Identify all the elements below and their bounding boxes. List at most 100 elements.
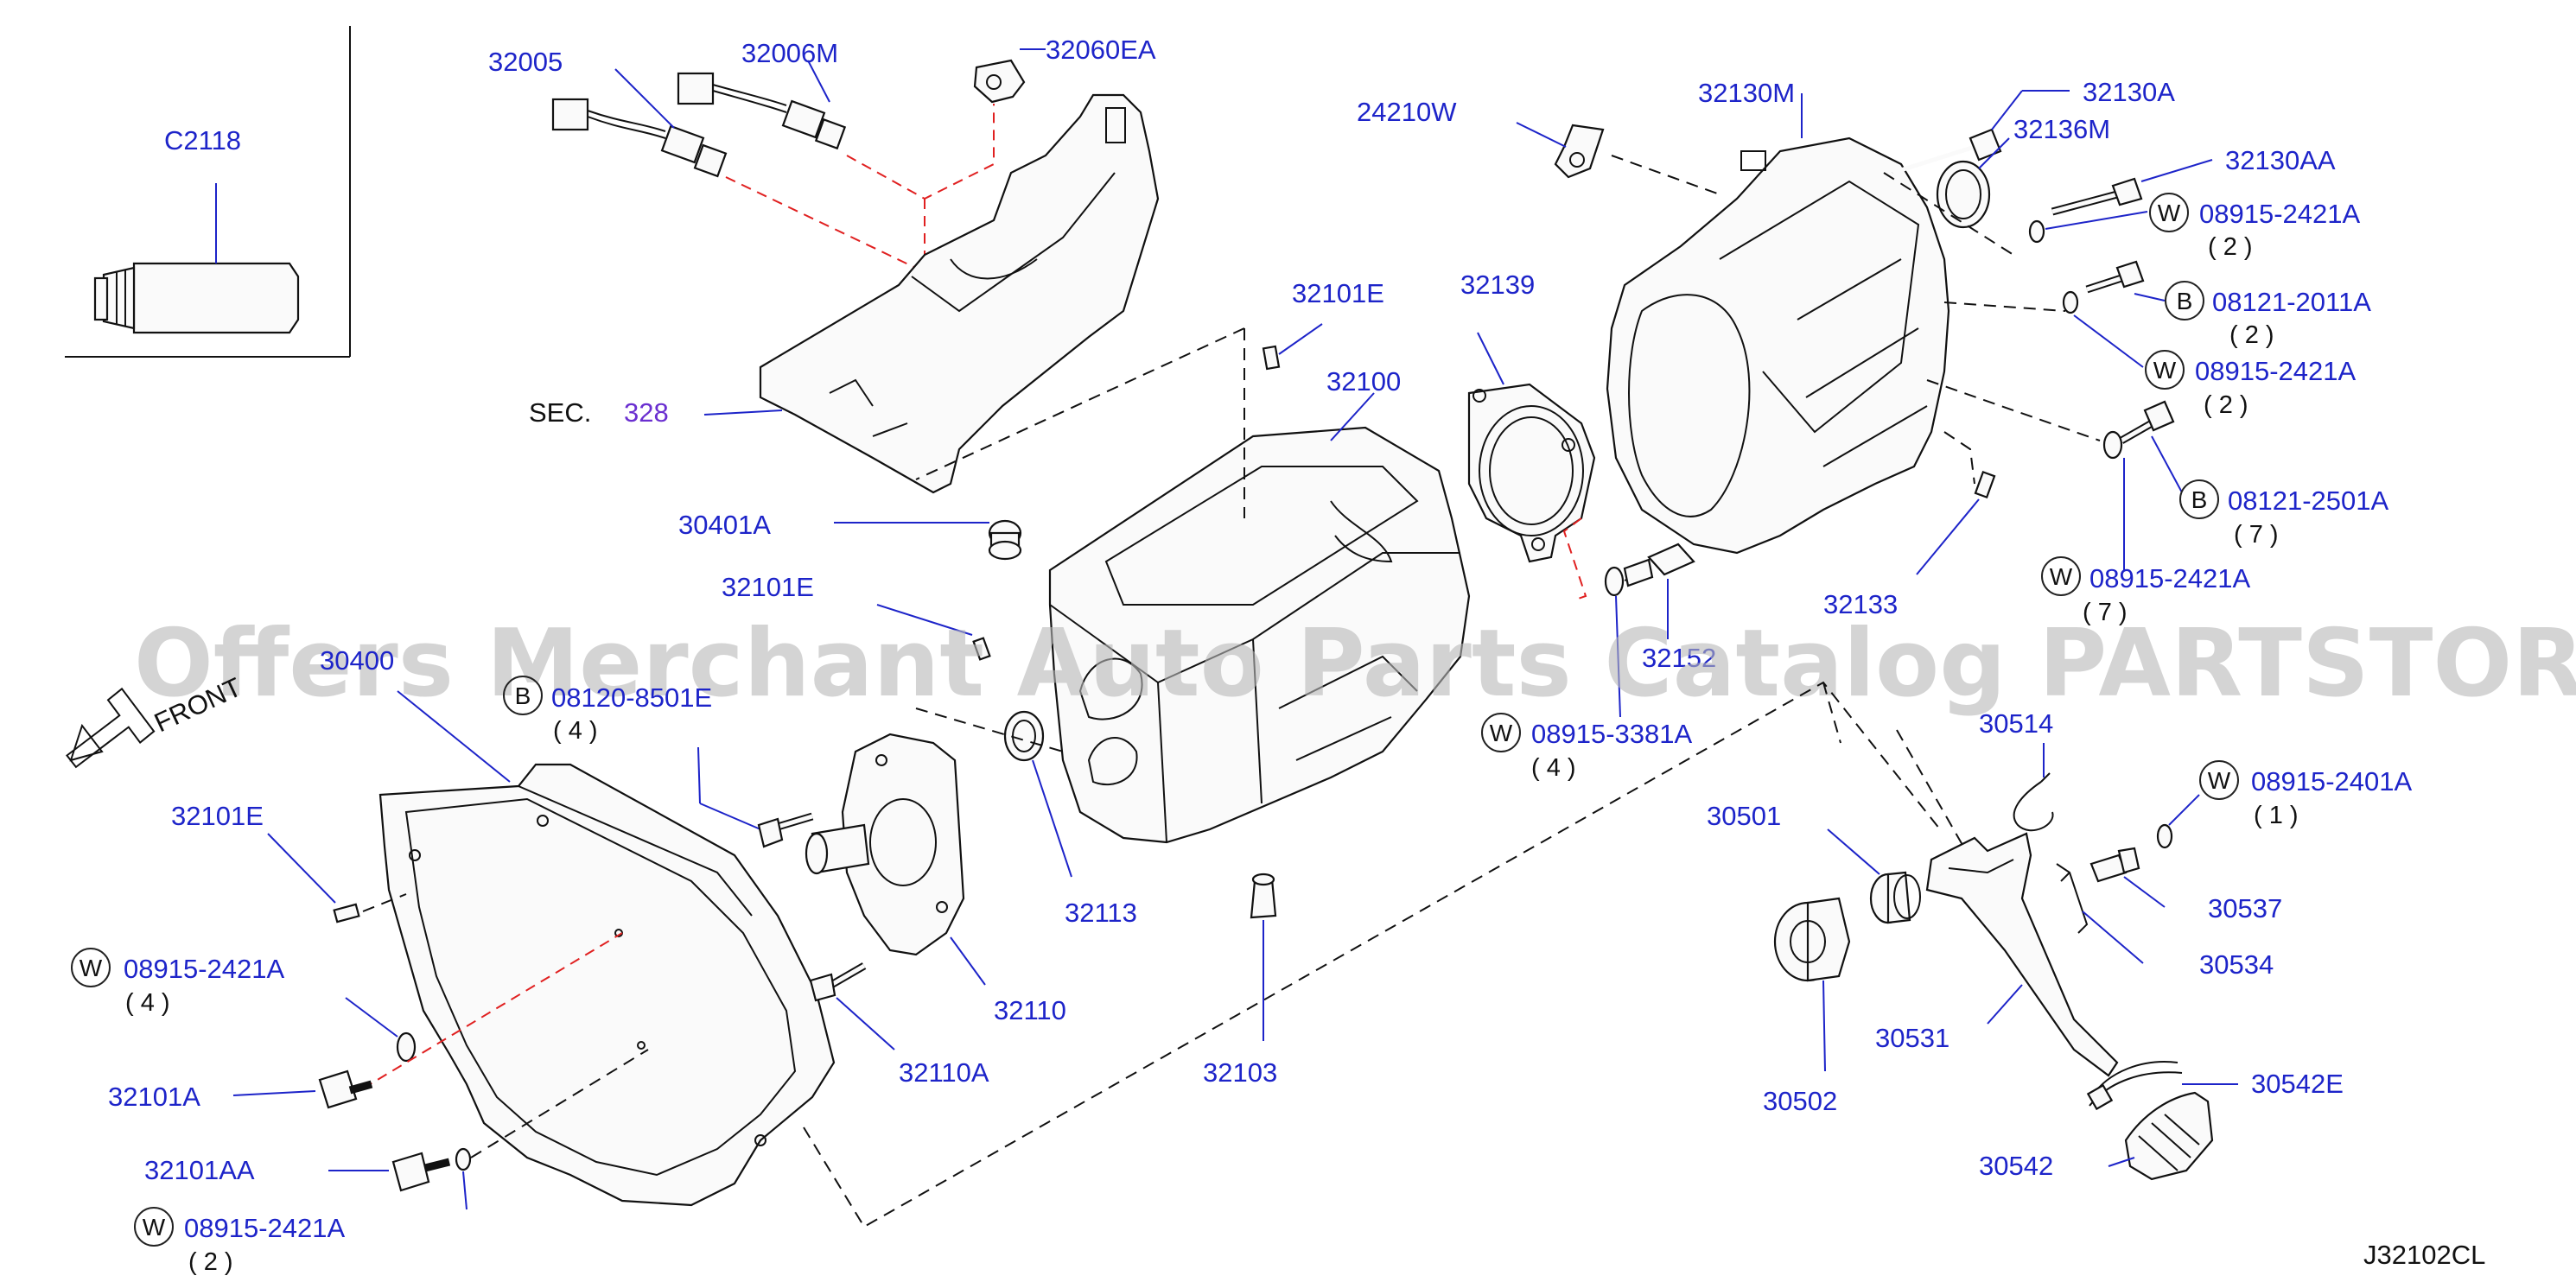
fastener-part-1[interactable]: 08121-2011A [2212, 287, 2371, 317]
dowel-32133[interactable] [1974, 470, 1996, 499]
fastener-callout-2[interactable]: W 08915-2421A ( 2 ) [2145, 350, 2356, 419]
washer-08915-2401A[interactable] [2156, 823, 2173, 849]
washer-08915-3381A[interactable] [1604, 566, 1625, 597]
fastener-part-8[interactable]: 08915-2421A [124, 954, 284, 984]
part-label-32060EA[interactable]: 32060EA [1046, 35, 1156, 65]
fastener-part-7[interactable]: 08915-2401A [2251, 766, 2412, 796]
part-label-32101A[interactable]: 32101A [108, 1082, 200, 1112]
washer-08915-2421A-left[interactable] [396, 1031, 417, 1063]
pivot-30537[interactable] [2089, 847, 2140, 883]
part-label-32101E-mid[interactable]: 32101E [722, 572, 814, 602]
part-label-30514[interactable]: 30514 [1979, 708, 2053, 739]
part-label-32152[interactable]: 32152 [1642, 643, 1716, 673]
part-label-30531[interactable]: 30531 [1875, 1023, 1949, 1053]
part-label-32130M[interactable]: 32130M [1698, 78, 1795, 108]
bolt-32101AA[interactable] [391, 1152, 451, 1192]
fastener-callout-5[interactable]: B 08120-8501E ( 4 ) [503, 676, 712, 745]
seal-32136M[interactable] [1936, 160, 1991, 229]
fastener-callout-4[interactable]: W 08915-2421A ( 7 ) [2041, 556, 2250, 626]
bolt-32130A[interactable] [1892, 128, 2002, 175]
part-label-24210W[interactable]: 24210W [1357, 97, 1457, 127]
fastener-callout-1[interactable]: B 08121-2011A ( 2 ) [2165, 281, 2371, 349]
seal-32113[interactable] [1003, 710, 1045, 762]
fastener-callout-6[interactable]: W 08915-3381A ( 4 ) [1481, 713, 1692, 782]
part-label-32006M[interactable]: 32006M [741, 38, 838, 68]
bearing-sleeve-30501[interactable] [1869, 871, 1921, 924]
fastener-part-3[interactable]: 08121-2501A [2228, 486, 2388, 516]
fastener-part-2[interactable]: 08915-2421A [2195, 356, 2356, 386]
fastener-part-5[interactable]: 08120-8501E [551, 682, 712, 713]
release-bearing-30502[interactable] [1773, 897, 1851, 982]
fastener-prefix-6: W [1490, 720, 1513, 746]
part-label-32113[interactable]: 32113 [1065, 898, 1137, 928]
part-label-30534[interactable]: 30534 [2199, 949, 2274, 980]
sealant-tube[interactable] [93, 262, 300, 334]
plug-30401A[interactable] [988, 519, 1022, 561]
part-label-30501[interactable]: 30501 [1707, 801, 1781, 831]
part-label-30502[interactable]: 30502 [1763, 1086, 1837, 1116]
fastener-part-6[interactable]: 08915-3381A [1531, 719, 1692, 749]
switch-32005[interactable] [551, 98, 728, 178]
fastener-callout-9[interactable]: W 08915-2421A ( 2 ) [134, 1207, 345, 1276]
bolt-32110A[interactable] [809, 962, 867, 1002]
bolt-08121-2011A[interactable] [2085, 260, 2145, 294]
part-label-32130A[interactable]: 32130A [2083, 77, 2175, 107]
washer-08915-2421A-c[interactable] [2102, 430, 2123, 460]
front-cover-32110[interactable] [805, 733, 965, 956]
part-label-32110A[interactable]: 32110A [899, 1057, 989, 1088]
fastener-qty-4: ( 7 ) [2083, 599, 2128, 626]
dowel-32101E-mid[interactable] [972, 637, 991, 661]
boot-30542[interactable] [2124, 1091, 2214, 1181]
part-label-32103[interactable]: 32103 [1203, 1057, 1277, 1088]
part-label-30542[interactable]: 30542 [1979, 1151, 2053, 1181]
clip-32060EA[interactable] [973, 59, 1026, 104]
bolt-08120-8501E[interactable] [757, 812, 814, 848]
part-label-32110[interactable]: 32110 [994, 995, 1066, 1025]
fastener-part-0[interactable]: 08915-2421A [2199, 199, 2360, 229]
dowel-32101E-top[interactable] [1262, 345, 1281, 371]
fastener-callout-3[interactable]: B 08121-2501A ( 7 ) [2179, 479, 2388, 549]
part-label-32005[interactable]: 32005 [488, 47, 563, 77]
extension-housing-sec328[interactable] [759, 93, 1160, 494]
plug-32103[interactable] [1250, 873, 1277, 919]
withdrawal-lever-30531[interactable] [1925, 832, 2119, 1077]
transmission-case-32100[interactable] [1048, 426, 1471, 844]
part-label-32101E-left[interactable]: 32101E [171, 801, 264, 831]
clip-24210W[interactable] [1554, 124, 1605, 179]
bolt-32101A[interactable] [318, 1069, 373, 1109]
bolt-32152[interactable] [1623, 543, 1695, 587]
band-30542E[interactable] [2086, 1061, 2183, 1111]
fastener-part-9[interactable]: 08915-2421A [184, 1213, 345, 1243]
fastener-callout-8[interactable]: W 08915-2421A ( 4 ) [71, 948, 284, 1017]
fastener-prefix-4: W [2050, 563, 2073, 590]
bolt-32130AA[interactable] [2051, 177, 2143, 216]
part-label-30537[interactable]: 30537 [2208, 893, 2282, 923]
part-label-32130AA[interactable]: 32130AA [2225, 145, 2336, 175]
part-label-32139[interactable]: 32139 [1460, 270, 1535, 300]
gasket-32139[interactable] [1467, 383, 1596, 563]
spring-30514[interactable] [2013, 772, 2054, 832]
part-label-32100[interactable]: 32100 [1326, 366, 1401, 397]
rear-housing-32130M[interactable] [1606, 136, 1950, 555]
fastener-callout-7[interactable]: W 08915-2401A ( 1 ) [2199, 760, 2412, 829]
part-label-32101AA[interactable]: 32101AA [144, 1155, 255, 1185]
washer-08915-2421A-a[interactable] [2028, 219, 2045, 244]
spring-30534[interactable] [2056, 863, 2089, 934]
clutch-housing-30400[interactable] [378, 763, 836, 1207]
switch-32006M[interactable] [677, 72, 847, 150]
front-arrow-icon [66, 687, 156, 769]
part-label-30401A[interactable]: 30401A [678, 510, 771, 540]
bolt-08121-2501A[interactable] [2119, 400, 2175, 444]
part-label-32133[interactable]: 32133 [1823, 589, 1898, 619]
part-label-C2118[interactable]: C2118 [164, 125, 241, 155]
washer-08915-2421A-bottom[interactable] [455, 1147, 472, 1171]
part-label-30400[interactable]: 30400 [320, 645, 394, 676]
section-number[interactable]: 328 [624, 397, 669, 428]
part-label-32136M[interactable]: 32136M [2013, 114, 2110, 144]
fastener-callout-0[interactable]: W 08915-2421A ( 2 ) [2149, 193, 2360, 261]
washer-08915-2421A-b[interactable] [2062, 290, 2079, 314]
part-label-32101E-top[interactable]: 32101E [1292, 278, 1384, 308]
fastener-part-4[interactable]: 08915-2421A [2089, 563, 2250, 593]
part-label-30542E[interactable]: 30542E [2251, 1069, 2344, 1099]
dowel-32101E-left[interactable] [333, 903, 360, 923]
